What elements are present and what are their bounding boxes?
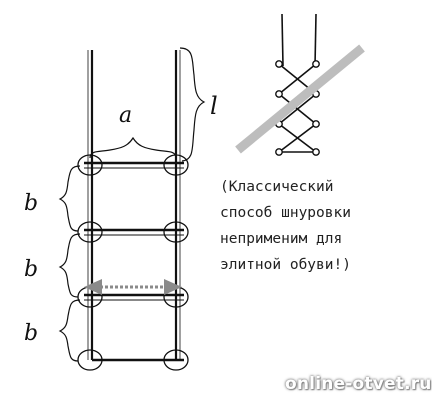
eyelet-left-1 [77,154,103,176]
eyelets [77,154,189,371]
arrow-head-left [84,279,102,295]
watermark-text: online-otvet.ru [285,374,432,394]
strike-through-bar [235,44,365,154]
brace-b-1 [58,165,81,232]
label-b-3: b [24,321,38,346]
note-line-1: (Классический [220,179,334,195]
icon-eyelet [312,148,320,156]
icon-eyelet [275,90,283,98]
crisscross-laces [278,13,317,153]
double-arrow [84,279,182,295]
label-l: l [210,92,218,120]
brace-l [179,47,206,162]
label-b-2: b [24,257,38,282]
icon-cross-3b [278,123,317,153]
note-line-4: элитной обуви!) [220,257,351,273]
icon-lace-end-left [281,13,284,67]
eyelet-right-4 [163,349,189,371]
eyelet-right-2 [163,221,189,243]
brace-b-3 [58,299,81,362]
eyelet-right-1 [163,154,189,176]
label-a: a [119,103,132,128]
brace-a [89,136,177,159]
icon-eyelet [275,60,283,68]
classic-lacing-icon [235,13,365,156]
icon-cross-2b [278,93,317,125]
icon-lace-end-right [314,13,317,67]
arrow-head-right [164,279,182,295]
label-b-1: b [24,191,38,216]
caption-note: (Классический способ шнуровки неприменим д… [220,174,430,278]
icon-eyelet [312,120,320,128]
vertical-laces [87,50,181,360]
eyelet-left-4 [77,349,103,371]
icon-cross-1b [278,63,317,95]
icon-eyelet [312,60,320,68]
note-line-3: неприменим для [220,231,343,247]
horizontal-rungs [84,161,184,362]
brace-b-2 [58,233,81,298]
eyelet-left-2 [77,221,103,243]
icon-eyelet [275,148,283,156]
note-line-2: способ шнуровки [220,205,351,221]
